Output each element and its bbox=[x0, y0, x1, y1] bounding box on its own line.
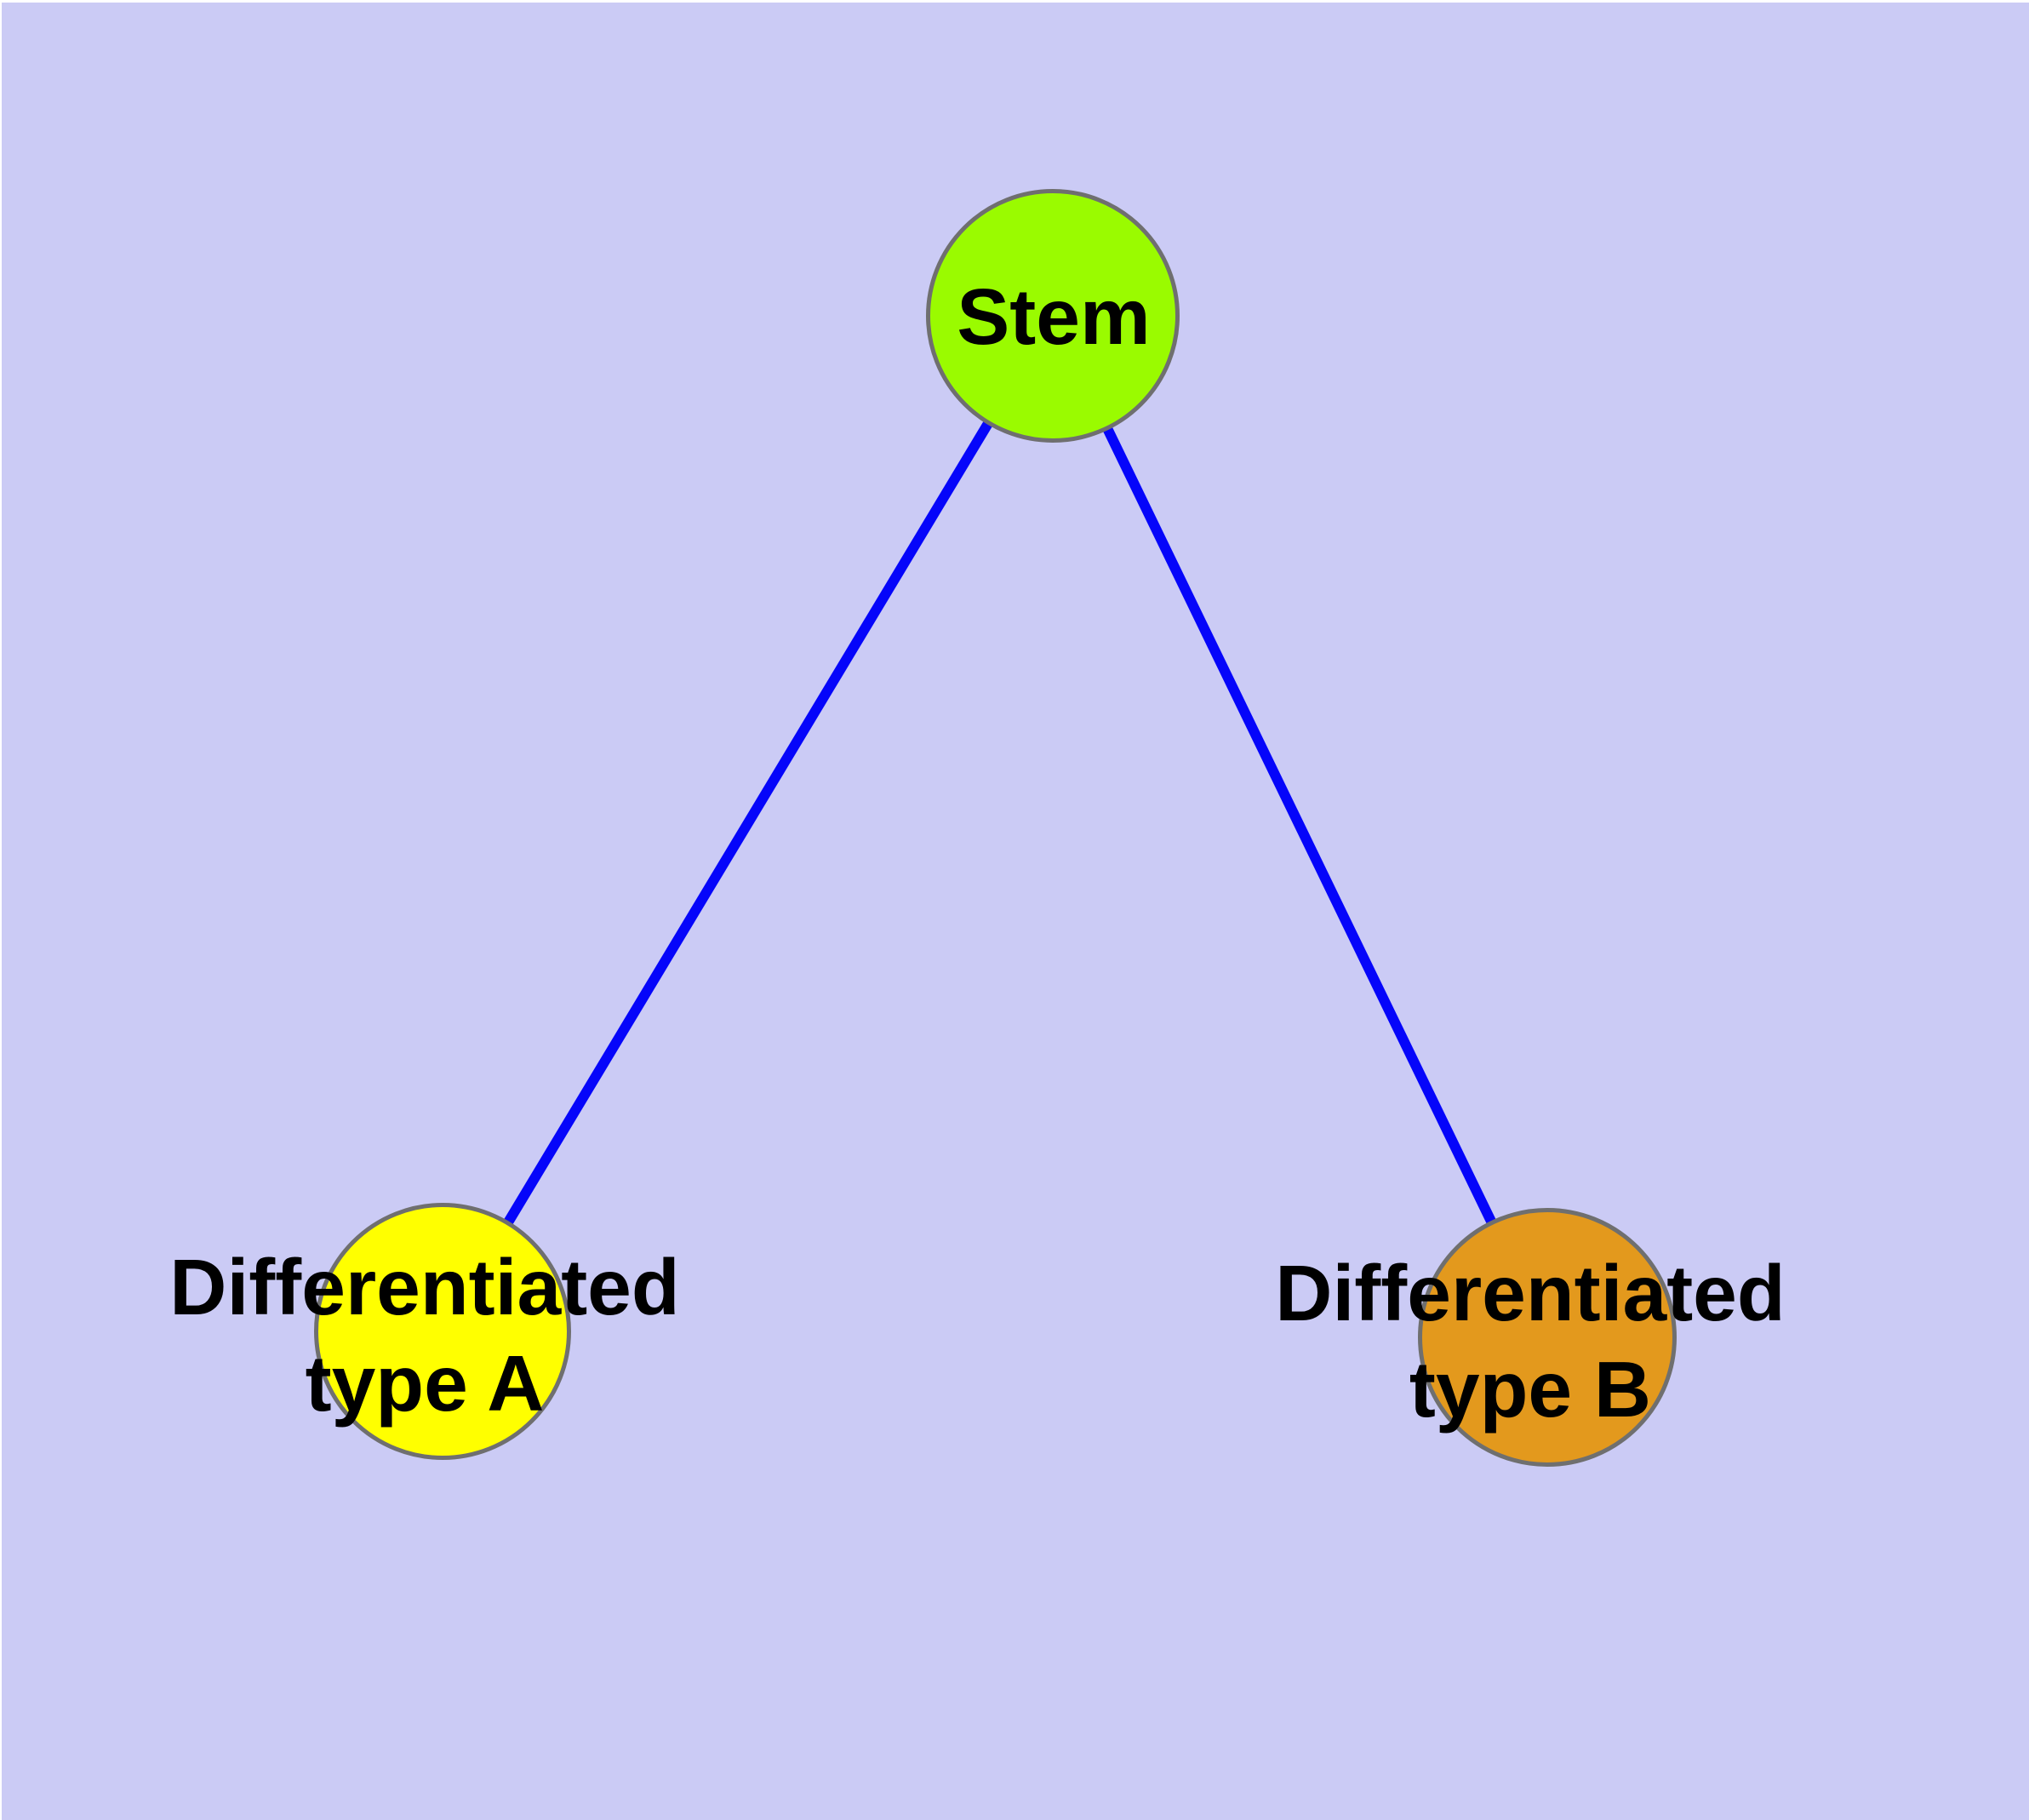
node-type-b-label: Differentiated type B bbox=[1147, 1245, 1913, 1438]
node-stem-label-text: Stem bbox=[957, 272, 1151, 361]
edge-stem-to-type-a bbox=[437, 312, 1058, 1335]
edge-stem-to-type-b bbox=[1048, 313, 1552, 1340]
diagram-canvas: Stem Differentiated type A Differentiate… bbox=[2, 3, 2029, 1820]
node-type-b-label-line2: type B bbox=[1409, 1345, 1652, 1434]
node-type-b-label-line1: Differentiated bbox=[1275, 1249, 1786, 1337]
node-type-a-label-line1: Differentiated bbox=[169, 1243, 680, 1331]
node-type-a-label-line2: type A bbox=[305, 1339, 545, 1428]
node-differentiated-type-a bbox=[314, 1203, 571, 1460]
edges-layer bbox=[437, 312, 1552, 1340]
node-differentiated-type-b bbox=[1418, 1208, 1677, 1467]
node-type-a-label: Differentiated type A bbox=[42, 1239, 808, 1432]
node-stem bbox=[926, 189, 1180, 443]
node-stem-label: Stem bbox=[798, 269, 1309, 365]
